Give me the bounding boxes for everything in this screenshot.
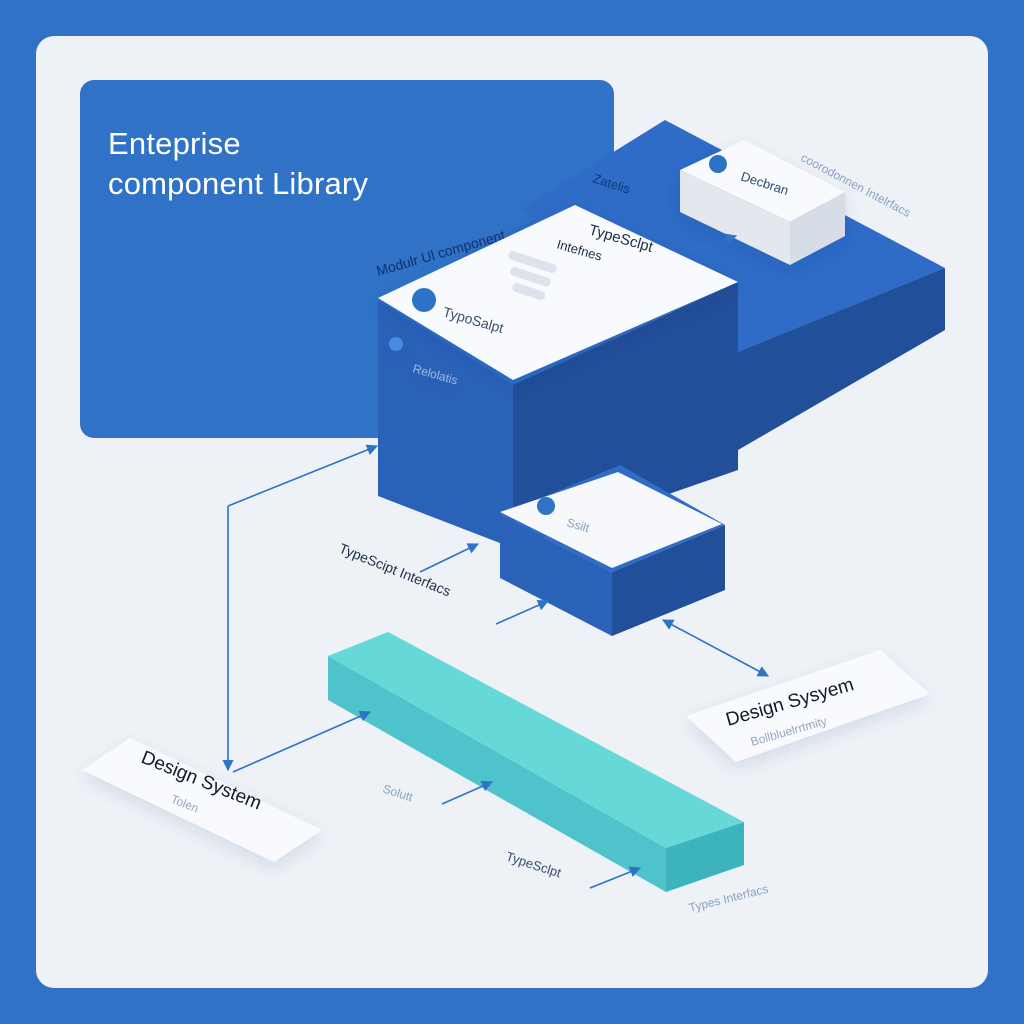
arrow-icon [232, 710, 372, 773]
arrow-icon [589, 866, 642, 889]
diagram-canvas: Enteprise component Library Zatelis coor… [36, 36, 988, 988]
circle-badge-icon [537, 497, 555, 515]
top-card: TypeSclpt Intefnes TypoSalpt Relolatis [378, 205, 738, 388]
typescript-interfaces-label: TypeScipt Interfacs [337, 540, 453, 599]
arrow-icon [227, 444, 379, 507]
small-block: Ssilt [500, 465, 725, 636]
connectors [222, 233, 769, 889]
circle-badge-icon [389, 337, 403, 351]
typescript-bottom-label: TypeSclpt [504, 849, 563, 881]
back-card: Decbran [680, 140, 845, 265]
arrow-icon [495, 599, 550, 625]
circle-badge-icon [709, 155, 727, 173]
arrow-icon [662, 619, 769, 677]
design-system-card-left: Design System Tolen [82, 738, 322, 862]
small-block-card-label: Ssilt [565, 515, 591, 535]
design-system-card-right: Design Sysyem Bollbluelrrtmity [686, 650, 930, 762]
diagram-title: Enteprise component Library [108, 126, 369, 201]
arrow-icon [689, 233, 738, 251]
isometric-diagram: Zatelis coorodonnen Intelrfacs Decbran M… [82, 120, 945, 915]
teal-bar [328, 632, 744, 892]
types-interfaces-label: Types Interfacs [687, 882, 769, 915]
arrow-icon [441, 780, 494, 805]
solution-label: Solutt [381, 782, 415, 805]
arrow-icon [419, 543, 480, 573]
circle-badge-icon [412, 288, 436, 312]
